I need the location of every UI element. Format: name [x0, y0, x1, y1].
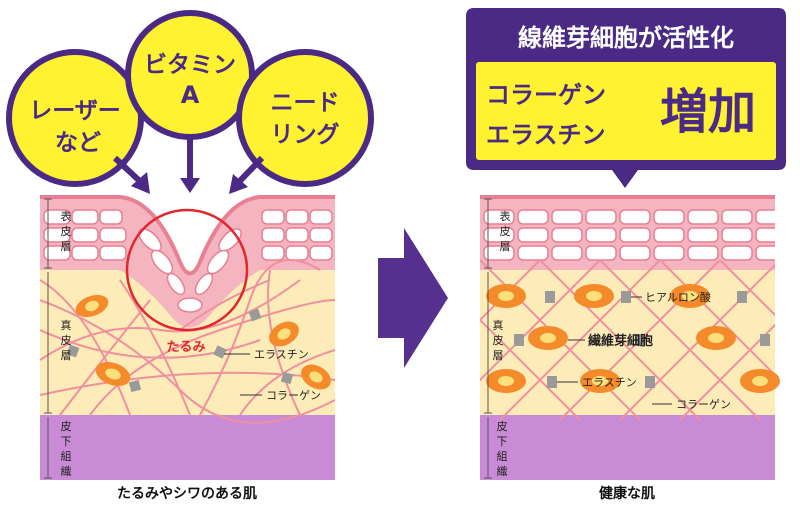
svg-text:ニード: ニード: [271, 90, 340, 116]
left-epidermis-cells: [43, 209, 333, 313]
right-subcutis-layer: [480, 415, 775, 480]
left-elastin-label: エラスチン: [254, 348, 309, 361]
svg-text:ビタミン: ビタミン: [144, 52, 236, 78]
svg-text:皮: 皮: [497, 420, 508, 433]
svg-text:表: 表: [500, 209, 511, 223]
svg-text:下: 下: [497, 435, 508, 448]
svg-text:組: 組: [497, 450, 508, 463]
svg-text:下: 下: [61, 435, 72, 448]
left-elastin-knots: [66, 308, 294, 393]
svg-text:皮: 皮: [61, 334, 72, 347]
left-fibroblast-cells: [75, 294, 331, 390]
svg-text:層: 層: [61, 349, 72, 362]
svg-text:皮: 皮: [500, 225, 511, 238]
right-epidermis-cells: [483, 209, 775, 261]
right-caption: 健康な肌: [599, 485, 655, 502]
fibroblast-label: 繊維芽細胞: [588, 333, 653, 349]
result-banner: 線維芽細胞が活性化 コラーゲン エラスチン 増加: [466, 8, 786, 188]
treatment-callouts: レーザー など ビタミン A ニード リング: [6, 10, 374, 194]
svg-text:層: 層: [61, 240, 72, 253]
banner-increase: 増加: [660, 84, 756, 140]
svg-text:表: 表: [61, 209, 72, 223]
callout-needling: ニード リング: [229, 49, 374, 194]
transition-arrow: [378, 228, 448, 368]
right-elastin-label: エラスチン: [582, 376, 637, 389]
callout-laser: レーザー など: [6, 49, 150, 194]
svg-text:組: 組: [61, 450, 72, 463]
sag-highlight-circle: [125, 208, 249, 332]
svg-text:皮: 皮: [493, 334, 504, 347]
left-collagen-label: コラーゲン: [266, 389, 321, 402]
callout-vitamin-a: ビタミン A: [125, 10, 255, 193]
svg-text:リング: リング: [271, 121, 340, 148]
right-fibroblast-cells: [486, 284, 780, 393]
svg-text:真: 真: [493, 318, 504, 332]
banner-title: 線維芽細胞が活性化: [518, 24, 734, 52]
left-caption: たるみやシワのある肌: [117, 486, 257, 502]
right-elastin-knots: [514, 291, 770, 388]
svg-text:層: 層: [493, 349, 504, 362]
right-skin-panel: ヒアルロン酸 繊維芽細胞 エラスチン コラーゲン 表 皮 層 真 皮 層 皮 下…: [480, 195, 780, 480]
svg-text:A: A: [181, 81, 200, 109]
sagging-label: たるみ: [166, 340, 205, 355]
right-collagen-label: コラーゲン: [676, 398, 731, 411]
svg-text:皮: 皮: [61, 225, 72, 238]
svg-text:織: 織: [497, 465, 508, 478]
svg-text:織: 織: [61, 465, 72, 478]
banner-collagen: コラーゲン: [486, 81, 606, 109]
svg-text:層: 層: [500, 240, 511, 253]
left-subcutis-layer: [40, 415, 335, 480]
svg-text:など: など: [55, 130, 101, 156]
svg-text:真: 真: [61, 318, 72, 332]
right-layer-labels: 表 皮 層 真 皮 層 皮 下 組 織: [484, 198, 511, 479]
svg-text:レーザー: レーザー: [29, 98, 121, 124]
left-skin-panel: たるみ エラスチン コラーゲン 表 皮 層 真 皮 層 皮 下 組 織: [40, 195, 335, 480]
left-layer-labels: 表 皮 層 真 皮 層 皮 下 組 織: [44, 198, 72, 479]
svg-text:皮: 皮: [61, 420, 72, 433]
hyaluronic-label: ヒアルロン酸: [645, 290, 711, 304]
banner-elastin: エラスチン: [486, 121, 606, 149]
